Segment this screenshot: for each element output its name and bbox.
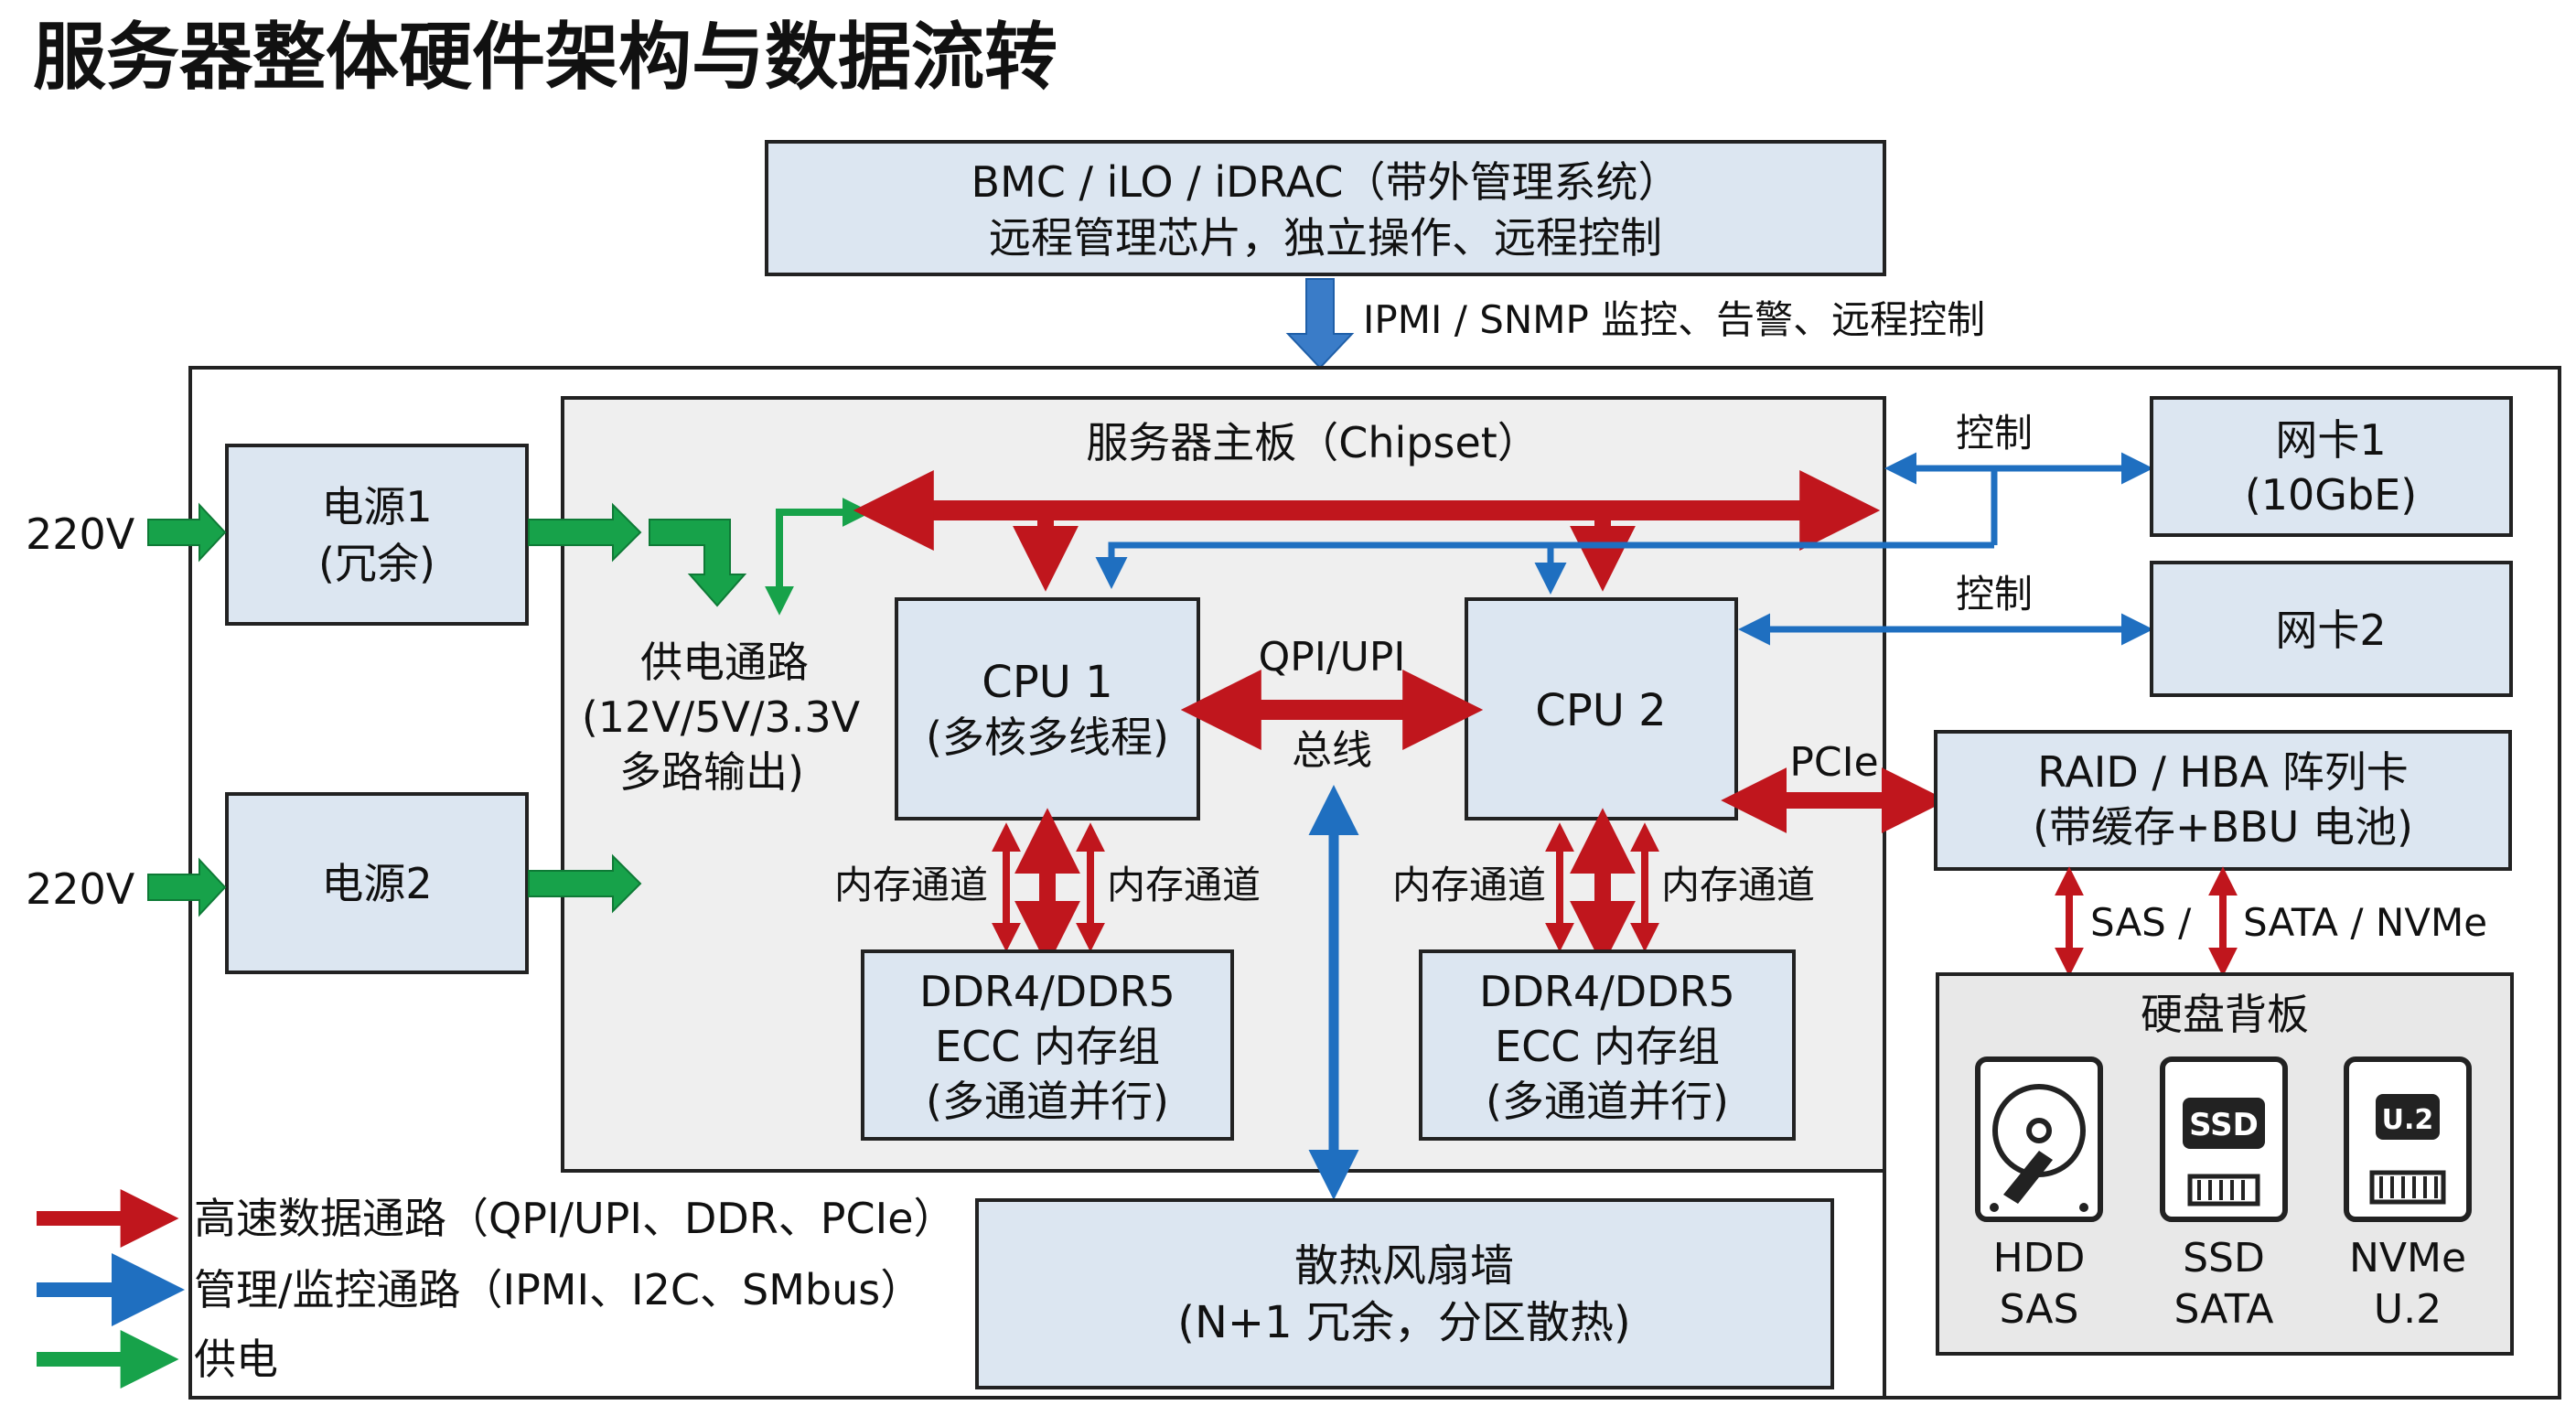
- psu1-box: 电源1 (冗余): [225, 444, 529, 626]
- power-input-1-arrow: [147, 502, 227, 563]
- raid-line2: (带缓存+BBU 电池): [2033, 802, 2413, 852]
- power-rail-line1: 供电通路: [640, 638, 809, 687]
- memory-2-line1: DDR4/DDR5: [1479, 967, 1735, 1016]
- memory-2-line3: (多通道并行): [1486, 1077, 1729, 1126]
- bmc-line2: 远程管理芯片，独立操作、远程控制: [989, 213, 1662, 263]
- fan-line1: 散热风扇墙: [1294, 1240, 1514, 1292]
- memory-channel-2: [1545, 808, 1659, 967]
- ssd-icon: SSD: [2160, 1056, 2288, 1222]
- power-input-1-label: 220V: [26, 509, 135, 559]
- bmc-link-label: IPMI / SNMP 监控、告警、远程控制: [1363, 297, 1985, 342]
- cpu1-desc: (多核多线程): [926, 713, 1169, 762]
- psu2-name: 电源2: [321, 859, 432, 908]
- bmc-link-arrow: [1285, 278, 1355, 370]
- nic1-control-label: 控制: [1956, 411, 2033, 456]
- raid-box: RAID / HBA 阵列卡 (带缓存+BBU 电池): [1934, 730, 2512, 871]
- page-title: 服务器整体硬件架构与数据流转: [33, 15, 1057, 100]
- legend-management-label: 管理/监控通路（IPMI、I2C、SMbus）: [194, 1265, 922, 1314]
- legend-power-label: 供电: [194, 1335, 278, 1384]
- pcie-label: PCIe: [1789, 739, 1878, 786]
- ssd-label-2: SATA: [2174, 1286, 2274, 1333]
- nvme-badge: U.2: [2382, 1104, 2434, 1136]
- psu2-box: 电源2: [225, 792, 529, 974]
- cpu1-box: CPU 1 (多核多线程): [895, 597, 1200, 820]
- psu1-output-arrow: [528, 502, 642, 563]
- nvme-label-1: NVMe: [2349, 1235, 2466, 1282]
- sas-link-label: SAS /: [2090, 900, 2192, 945]
- nvme-icon: U.2: [2344, 1056, 2472, 1222]
- legend-high-speed-label: 高速数据通路（QPI/UPI、DDR、PCIe）: [194, 1194, 956, 1243]
- nvme-label-2: U.2: [2374, 1286, 2442, 1333]
- memory-box-2: DDR4/DDR5 ECC 内存组 (多通道并行): [1419, 949, 1796, 1141]
- power-arrows: [147, 502, 747, 917]
- mainboard-title: 服务器主板（Chipset）: [1086, 418, 1540, 467]
- power-rail-line3: 多路输出): [619, 747, 804, 797]
- power-feed-line: [765, 498, 872, 616]
- mem-channel-label-2a: 内存通道: [1392, 863, 1546, 907]
- psu2-output-arrow: [528, 853, 642, 914]
- nic1-box: 网卡1 (10GbE): [2150, 396, 2513, 537]
- nic2-control-label: 控制: [1956, 572, 2033, 617]
- qpi-upi-label: QPI/UPI: [1259, 634, 1406, 681]
- nic2-name: 网卡2: [2275, 606, 2386, 655]
- qpi-bus-label: 总线: [1292, 727, 1372, 774]
- cpu1-name: CPU 1: [982, 657, 1112, 708]
- power-rail-line2: (12V/5V/3.3V: [582, 692, 861, 742]
- fan-wall-box: 散热风扇墙 (N+1 冗余，分区散热): [975, 1198, 1834, 1389]
- power-input-2-arrow: [147, 857, 227, 917]
- bmc-line1: BMC / iLO / iDRAC（带外管理系统）: [971, 157, 1680, 207]
- backplane-title: 硬盘背板: [2141, 990, 2309, 1039]
- legend: 高速数据通路（QPI/UPI、DDR、PCIe） 管理/监控通路（IPMI、I2…: [37, 1189, 956, 1389]
- raid-line1: RAID / HBA 阵列卡: [2037, 747, 2409, 797]
- psu1-note: (冗余): [318, 539, 435, 588]
- bmc-box: BMC / iLO / iDRAC（带外管理系统） 远程管理芯片，独立操作、远程…: [765, 140, 1886, 276]
- mem-channel-label-1a: 内存通道: [834, 863, 988, 907]
- hdd-icon: [1975, 1056, 2103, 1222]
- mem-channel-label-1b: 内存通道: [1107, 863, 1261, 907]
- mem-channel-label-2b: 内存通道: [1661, 863, 1815, 907]
- sata-nvme-link-label: SATA / NVMe: [2243, 900, 2487, 945]
- ssd-badge: SSD: [2189, 1107, 2259, 1143]
- cpu2-name: CPU 2: [1535, 685, 1666, 736]
- mgmt-to-cpu1-line: [1095, 542, 1994, 589]
- psu1-name: 电源1: [321, 482, 432, 531]
- nic1-speed: (10GbE): [2245, 470, 2417, 520]
- nic1-name: 网卡1: [2275, 415, 2386, 465]
- fan-line2: (N+1 冗余，分区散热): [1177, 1297, 1630, 1348]
- memory-1-line2: ECC 内存组: [935, 1022, 1160, 1071]
- memory-2-line2: ECC 内存组: [1495, 1022, 1720, 1071]
- memory-box-1: DDR4/DDR5 ECC 内存组 (多通道并行): [861, 949, 1234, 1141]
- hdd-label-1: HDD: [1993, 1235, 2086, 1282]
- nic2-box: 网卡2: [2150, 561, 2513, 697]
- hdd-label-2: SAS: [2000, 1286, 2079, 1333]
- power-bend-arrow: [649, 519, 747, 607]
- power-input-2-label: 220V: [26, 864, 135, 914]
- cpu2-box: CPU 2: [1465, 597, 1738, 820]
- ssd-label-1: SSD: [2183, 1235, 2265, 1282]
- memory-channel-1: [992, 808, 1105, 967]
- memory-1-line1: DDR4/DDR5: [919, 967, 1175, 1016]
- memory-1-line3: (多通道并行): [926, 1077, 1169, 1126]
